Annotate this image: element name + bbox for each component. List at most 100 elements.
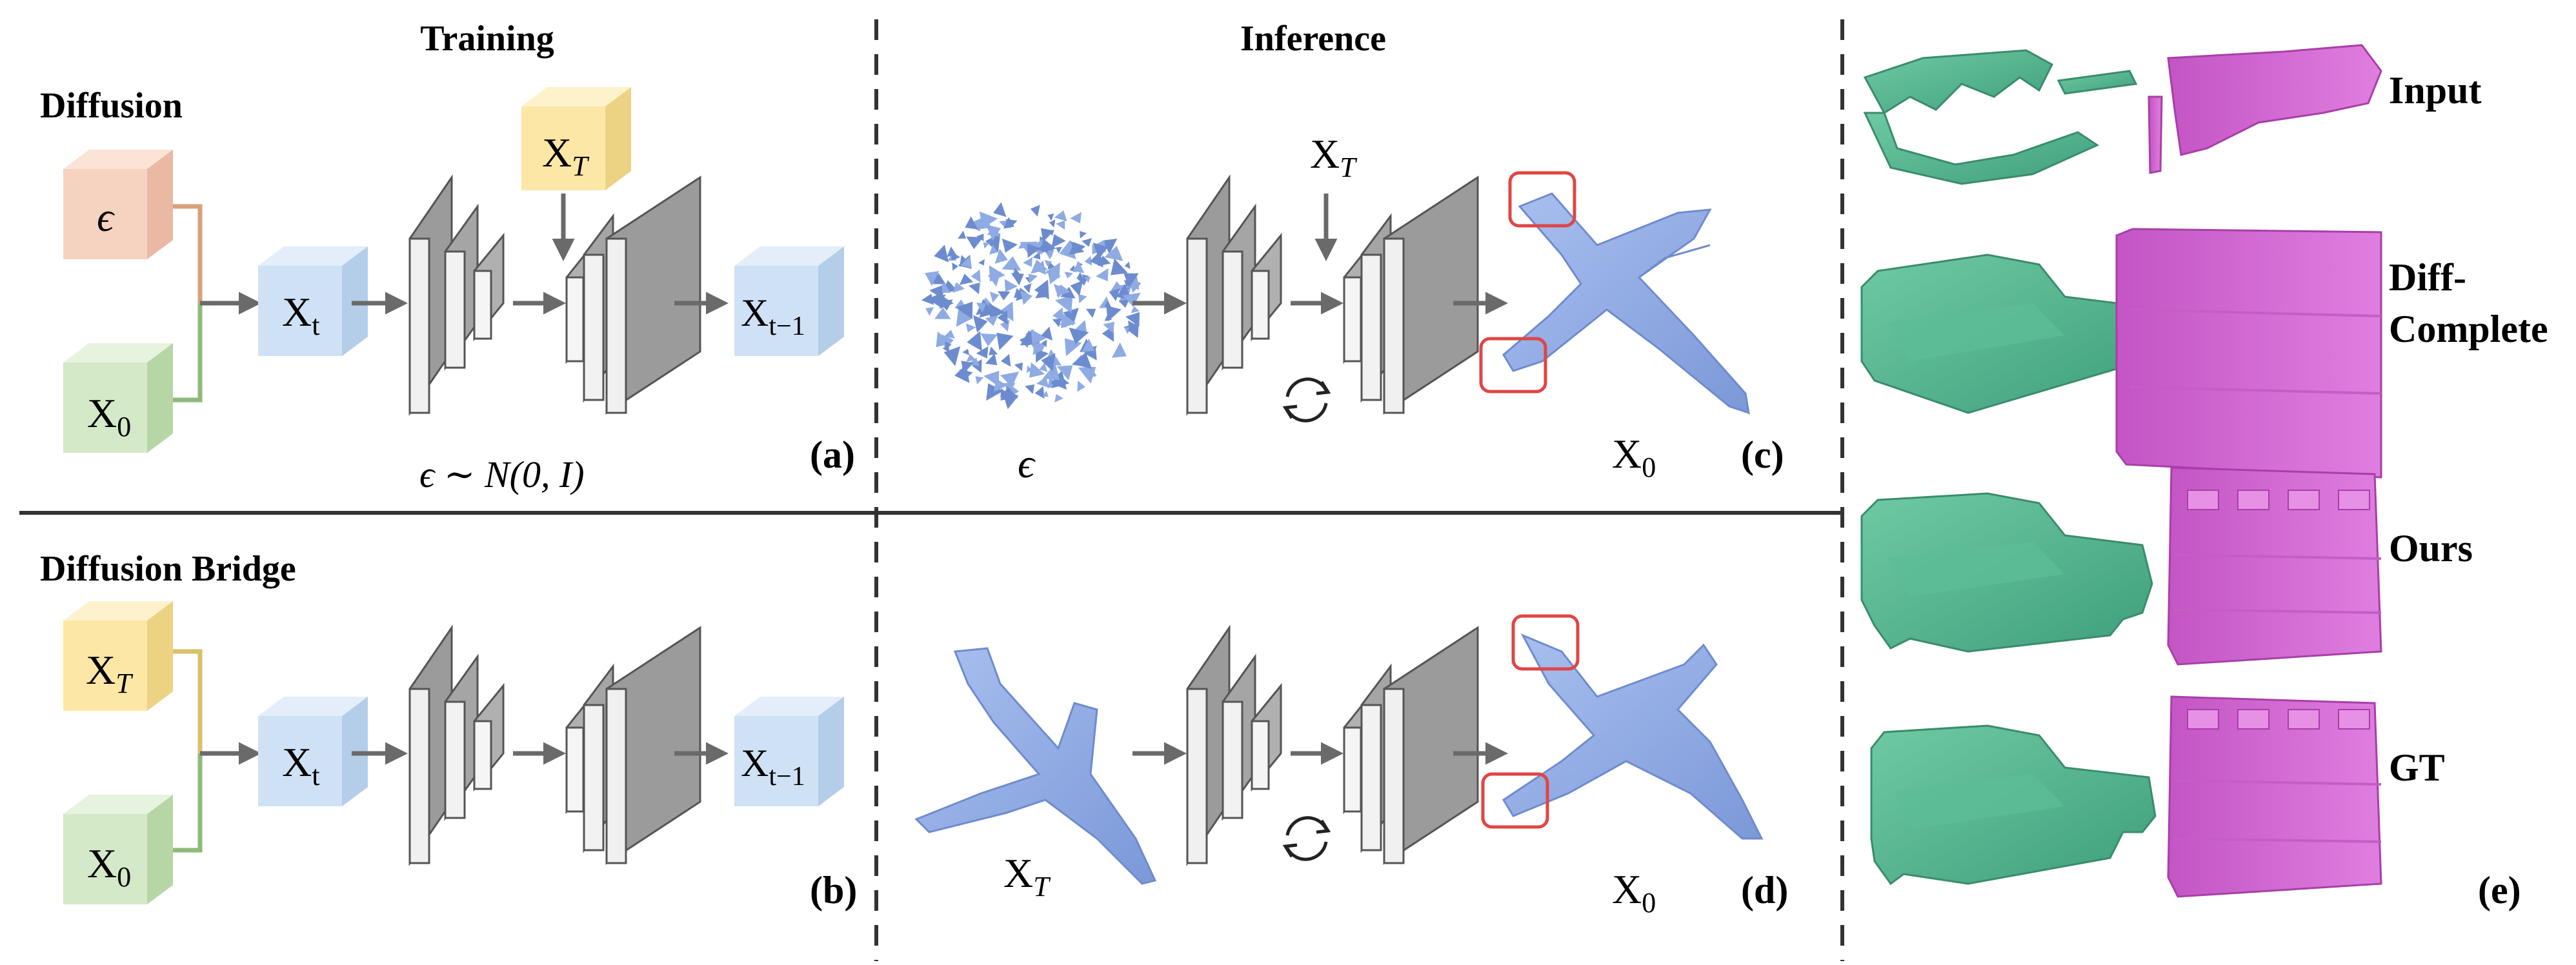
noise-fragment bbox=[976, 346, 989, 359]
noise-fragment bbox=[956, 301, 973, 319]
noise-fragment bbox=[997, 310, 1008, 325]
noise-fragment bbox=[1041, 326, 1053, 341]
noise-fragment bbox=[1032, 252, 1041, 260]
noise-fragment bbox=[1111, 258, 1128, 275]
noise-fragment bbox=[1034, 279, 1049, 300]
noise-fragment bbox=[1131, 306, 1140, 313]
x0-label-d: X0 bbox=[1612, 866, 1656, 919]
noise-fragment bbox=[993, 379, 1008, 392]
x0-connector bbox=[173, 303, 203, 403]
noise-fragment bbox=[989, 265, 1005, 282]
noise-fragment bbox=[1056, 220, 1065, 230]
x0-cube-a: X0 bbox=[63, 343, 173, 453]
noise-fragment bbox=[1092, 243, 1108, 259]
panel-label-a: (a) bbox=[810, 433, 855, 476]
noise-fragment bbox=[1069, 327, 1089, 344]
noise-fragment bbox=[985, 315, 998, 326]
epsilon-symbol: ϵ bbox=[97, 194, 115, 240]
noise-fragment bbox=[1123, 273, 1139, 288]
noise-fragment bbox=[1070, 280, 1083, 296]
xT-label-c: XT bbox=[1310, 131, 1358, 183]
noise-fragment bbox=[1104, 246, 1123, 261]
svg-text:Xt−1: Xt−1 bbox=[741, 292, 805, 341]
noise-fragment bbox=[930, 273, 946, 284]
noise-fragment bbox=[967, 331, 982, 352]
noise-fragment bbox=[925, 271, 940, 286]
noise-fragment bbox=[1085, 308, 1096, 318]
noise-fragment bbox=[987, 226, 1001, 237]
noise-fragment bbox=[985, 233, 1001, 253]
noise-fragment bbox=[1004, 279, 1018, 292]
epsilon-cube: ϵ bbox=[63, 150, 173, 259]
row-label-diff-complete-line1: Diff- bbox=[2389, 256, 2466, 299]
highlight-box-d-top bbox=[1511, 614, 1580, 671]
noise-fragment bbox=[1031, 329, 1047, 345]
shelf-ours bbox=[2167, 466, 2382, 666]
noise-fragment bbox=[1056, 246, 1062, 254]
highlight-box-d-bottom bbox=[1481, 772, 1549, 829]
noise-fragment bbox=[968, 283, 980, 294]
svg-text:X0: X0 bbox=[87, 841, 131, 893]
noise-distribution: ϵ ∼ N(0, I) bbox=[419, 453, 585, 495]
noise-fragment bbox=[1001, 353, 1011, 367]
noise-fragment bbox=[944, 330, 955, 339]
sofa-diff-complete bbox=[1860, 254, 2150, 414]
noise-fragment bbox=[978, 259, 985, 266]
noise-fragment bbox=[979, 301, 994, 318]
panel-label-d: (d) bbox=[1741, 869, 1788, 911]
airplane-result-c bbox=[1502, 192, 1750, 415]
decoder-network-d bbox=[1343, 626, 1479, 865]
noise-fragment bbox=[1054, 210, 1067, 222]
noise-fragment bbox=[1056, 365, 1073, 381]
noise-fragment bbox=[1127, 323, 1136, 332]
decoder-network-a bbox=[565, 175, 701, 415]
noise-fragment bbox=[989, 346, 998, 355]
title-training: Training bbox=[420, 19, 554, 59]
noise-fragment bbox=[1061, 312, 1076, 328]
noise-fragment bbox=[934, 244, 949, 263]
noise-fragment bbox=[1096, 268, 1109, 281]
noise-fragment bbox=[1023, 283, 1032, 293]
label-diffusion: Diffusion bbox=[40, 86, 183, 126]
svg-text:X0: X0 bbox=[87, 390, 131, 443]
noise-fragment bbox=[1001, 256, 1021, 271]
noise-fragment bbox=[1124, 261, 1131, 269]
sofa-input bbox=[1863, 49, 2138, 185]
noise-fragment bbox=[1000, 386, 1018, 401]
noise-fragment bbox=[1076, 272, 1083, 279]
noise-fragment bbox=[976, 303, 987, 313]
noise-fragment bbox=[1036, 348, 1049, 363]
noise-fragment bbox=[934, 294, 946, 304]
noise-fragment bbox=[1048, 230, 1054, 236]
panel-label-e: (e) bbox=[2478, 869, 2521, 911]
noise-fragment bbox=[1044, 260, 1052, 266]
noise-fragment bbox=[1111, 342, 1127, 358]
noise-fragment bbox=[921, 293, 934, 305]
noise-fragment bbox=[1027, 243, 1041, 258]
noise-fragment bbox=[966, 353, 976, 362]
noise-fragment bbox=[1063, 308, 1079, 326]
noise-fragment bbox=[1023, 257, 1033, 267]
svg-text:Xt: Xt bbox=[282, 739, 319, 791]
noise-fragment bbox=[993, 202, 1007, 217]
airplane-input-d bbox=[914, 647, 1157, 885]
noise-fragment bbox=[925, 307, 934, 316]
noise-fragment bbox=[1018, 242, 1027, 249]
noise-fragment bbox=[1082, 339, 1095, 352]
label-diffusion-bridge: Diffusion Bridge bbox=[40, 549, 296, 589]
noise-fragment bbox=[1069, 242, 1085, 255]
noise-fragment bbox=[980, 216, 990, 226]
noise-fragment bbox=[986, 383, 1004, 401]
xt-cube-b: Xt bbox=[258, 697, 368, 806]
noise-fragment bbox=[959, 274, 974, 285]
noise-fragment bbox=[989, 292, 1000, 303]
noise-fragment bbox=[1030, 204, 1040, 217]
x0-connector-b bbox=[173, 753, 203, 853]
noise-fragment bbox=[965, 216, 978, 230]
noise-fragment bbox=[1038, 241, 1049, 253]
row-label-diff-complete-line2: Complete bbox=[2389, 308, 2548, 350]
noise-fragment bbox=[1102, 238, 1118, 254]
decoder-network-b bbox=[565, 626, 701, 865]
noise-fragment bbox=[983, 242, 990, 249]
